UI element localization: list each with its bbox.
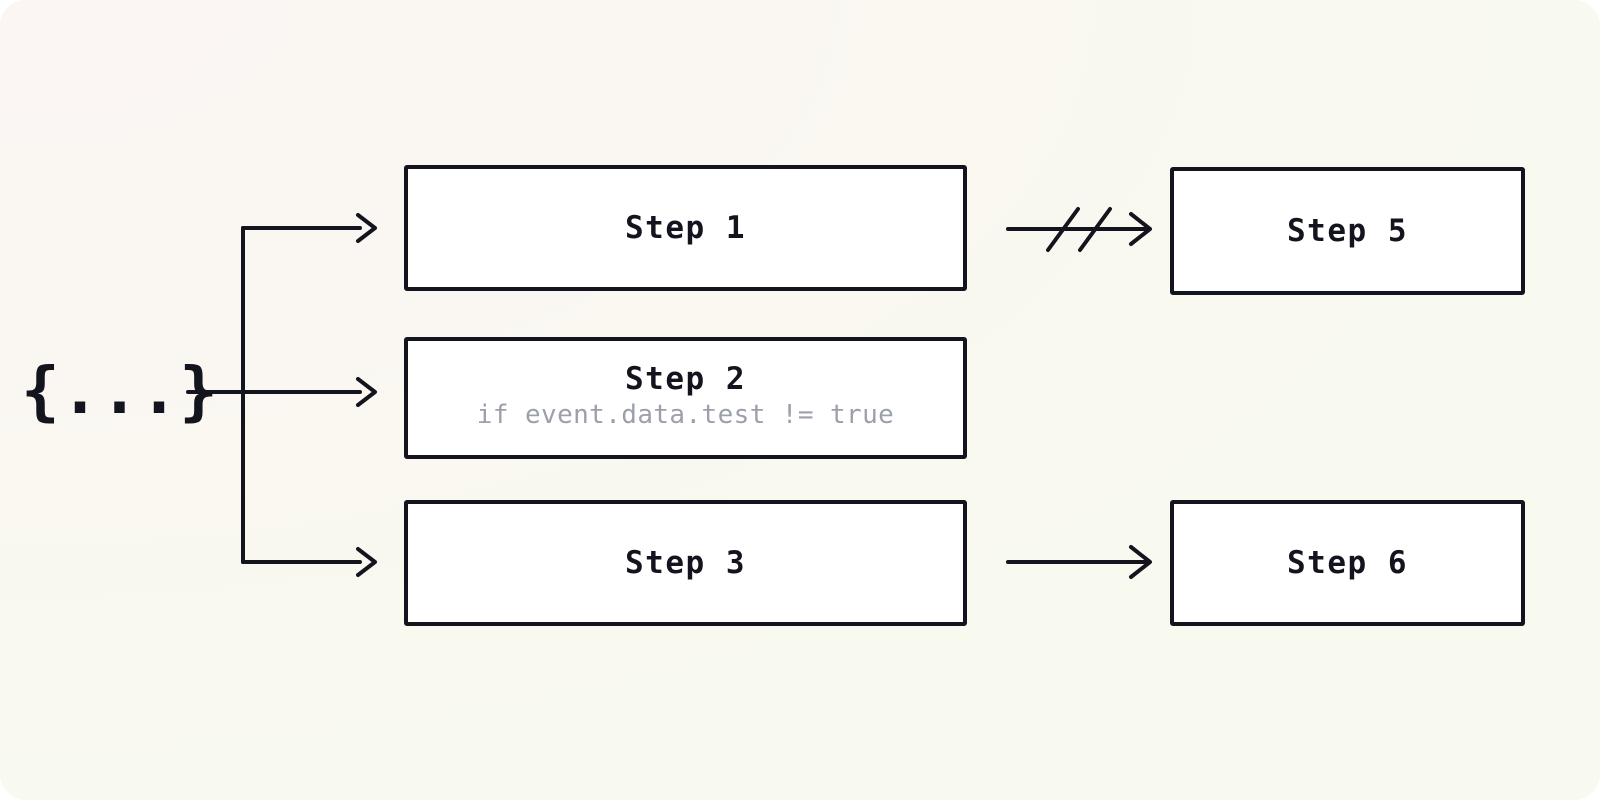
- arrowhead-step-5: [1129, 212, 1152, 246]
- node-step-2-title: Step 2: [625, 361, 746, 398]
- node-step-5[interactable]: Step 5: [1170, 167, 1525, 295]
- node-step-2-condition: if event.data.test != true: [476, 399, 895, 430]
- node-step-6-title: Step 6: [1287, 544, 1408, 581]
- edge-slash-mark-1: [1046, 207, 1080, 252]
- edge-slash-mark-2: [1078, 207, 1112, 252]
- node-step-3[interactable]: Step 3: [404, 500, 967, 626]
- arrowhead-step-3: [356, 547, 377, 577]
- node-step-2[interactable]: Step 2 if event.data.test != true: [404, 337, 967, 459]
- arrowhead-step-2: [356, 377, 377, 407]
- node-step-1[interactable]: Step 1: [404, 165, 967, 291]
- node-step-6[interactable]: Step 6: [1170, 500, 1525, 626]
- arrowhead-step-1: [356, 213, 377, 243]
- node-step-5-title: Step 5: [1287, 212, 1408, 249]
- node-step-3-title: Step 3: [625, 544, 746, 581]
- node-step-1-title: Step 1: [625, 209, 746, 246]
- arrowhead-step-6: [1129, 545, 1152, 579]
- source-node-event-payload[interactable]: {...}: [21, 355, 219, 429]
